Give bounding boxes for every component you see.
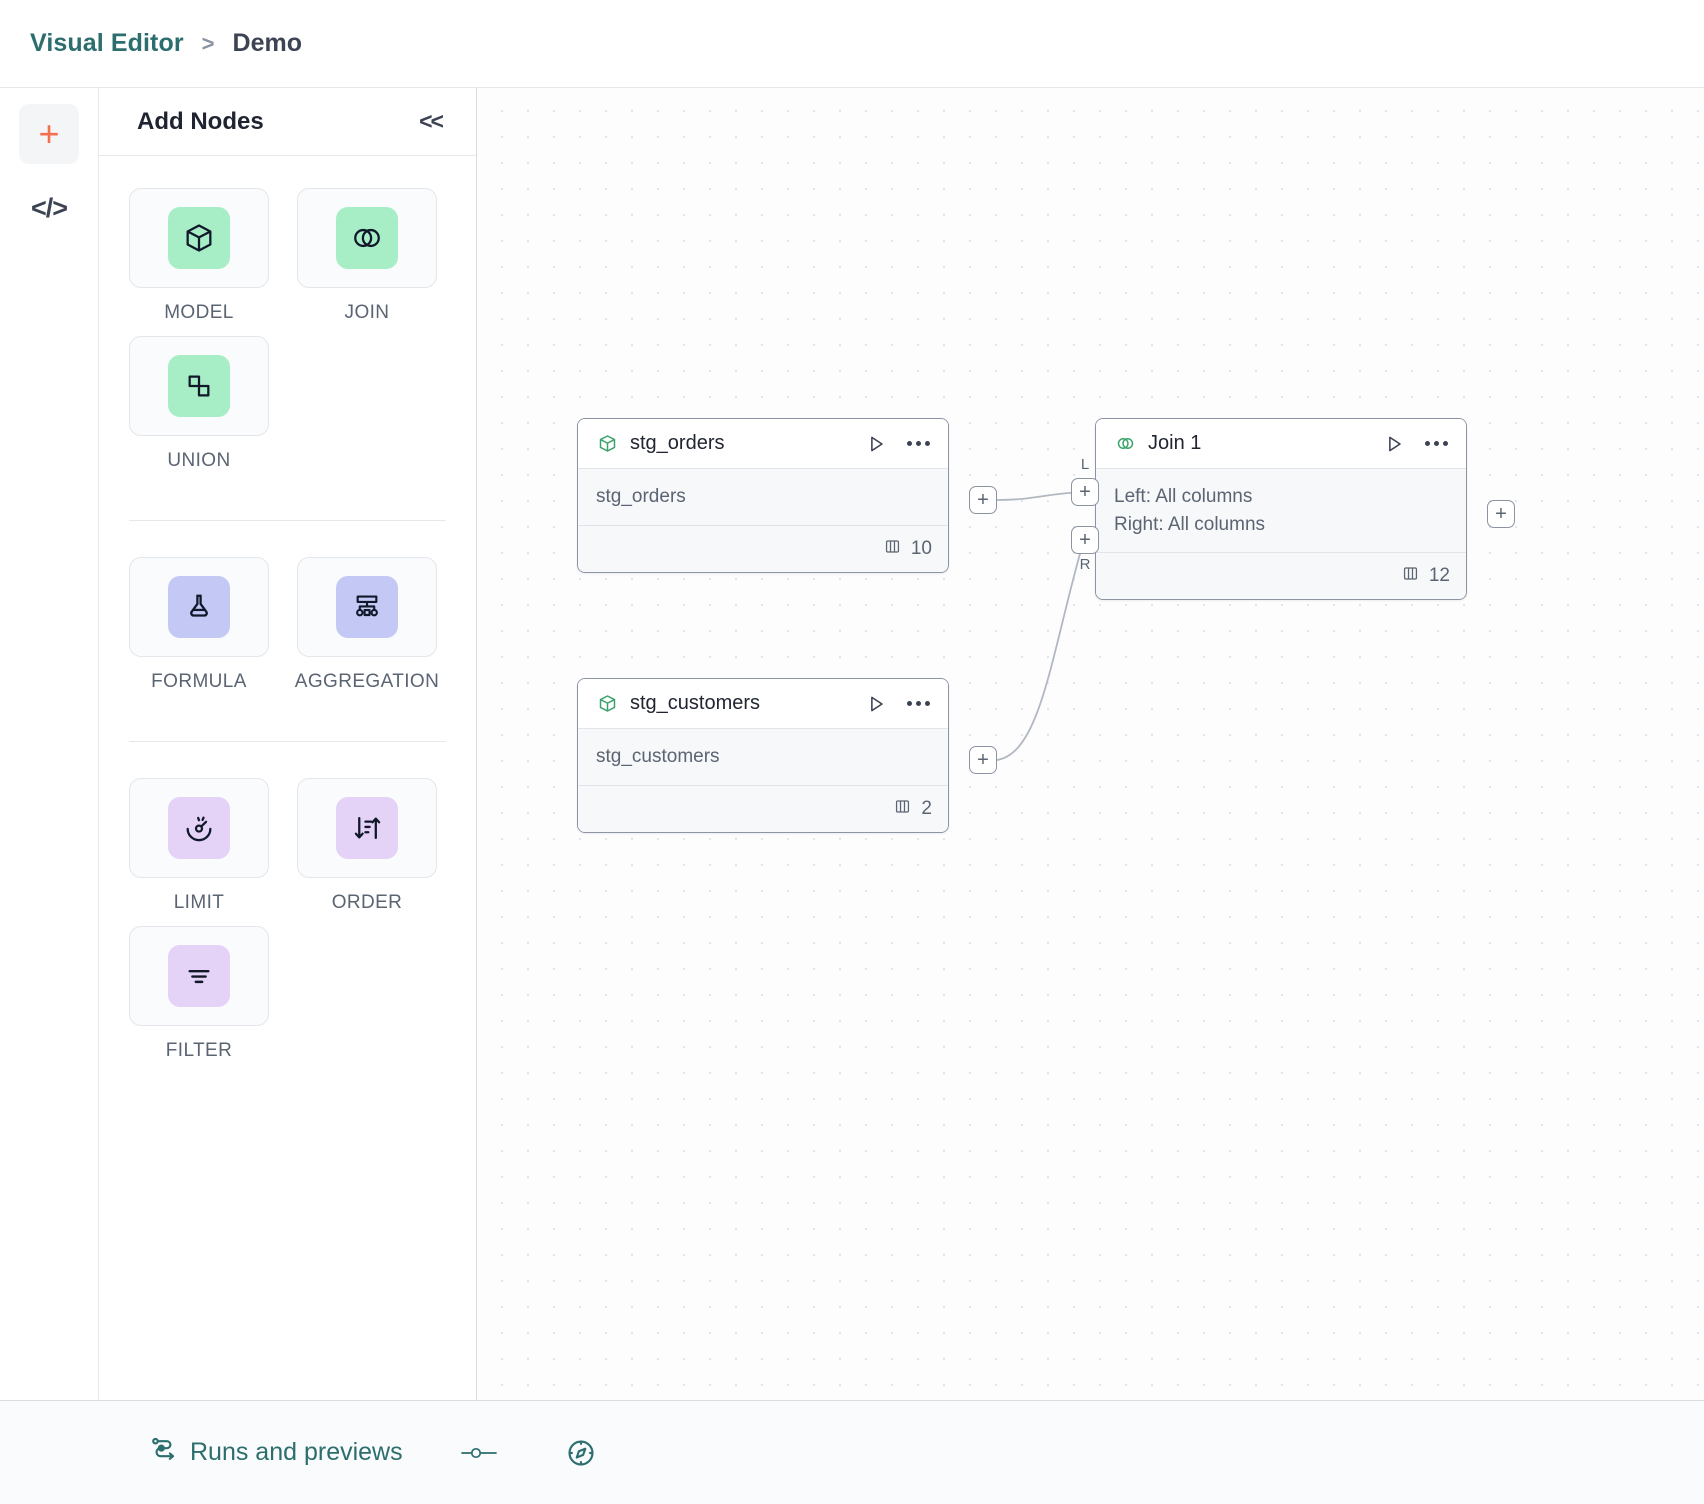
flow-node-body: stg_orders: [578, 469, 948, 526]
flow-node-title: stg_customers: [630, 692, 761, 714]
more-options-icon[interactable]: [905, 435, 932, 452]
node-palette-item-join[interactable]: JOIN: [297, 188, 437, 324]
node-palette-label: JOIN: [344, 302, 390, 323]
output-handle-join-1[interactable]: +: [1487, 500, 1515, 528]
flow-node-footer: 2: [578, 785, 948, 832]
flow-node-stg-customers[interactable]: stg_customers stg_customers 2: [577, 678, 949, 833]
flow-node-header: stg_orders: [578, 419, 948, 469]
add-node-rail-button[interactable]: +: [19, 104, 79, 164]
bottom-toolbar: Runs and previews: [0, 1400, 1704, 1504]
node-palette-item-union[interactable]: UNION: [129, 336, 269, 472]
cube-icon: [596, 693, 618, 715]
node-palette-label: ORDER: [331, 892, 403, 913]
runs-flow-icon: [148, 1434, 180, 1471]
flow-node-body: Left: All columns Right: All columns: [1096, 469, 1466, 554]
page-title: Demo: [232, 29, 302, 57]
join-right-input-label: R: [1079, 556, 1091, 573]
collapse-panel-button[interactable]: <<: [419, 108, 444, 134]
output-handle-stg-orders[interactable]: +: [969, 486, 997, 514]
flow-node-header: stg_customers: [578, 679, 948, 729]
node-group-row-ops: LIMIT ORDER: [129, 741, 446, 1074]
more-options-icon[interactable]: [1423, 435, 1450, 452]
columns-icon: [893, 797, 912, 821]
node-palette-item-filter[interactable]: FILTER: [129, 926, 269, 1062]
add-nodes-list: MODEL JOIN: [99, 156, 476, 1400]
gauge-icon: [168, 797, 230, 859]
runs-and-previews-label: Runs and previews: [190, 1438, 403, 1466]
breadcrumb: Visual Editor > Demo: [0, 0, 1704, 88]
breadcrumb-root-link[interactable]: Visual Editor: [30, 29, 184, 57]
add-nodes-title: Add Nodes: [137, 107, 264, 135]
hierarchy-icon: [336, 576, 398, 638]
flow-node-header: Join 1: [1096, 419, 1466, 469]
column-count: 12: [1428, 565, 1450, 587]
node-tile: [297, 188, 437, 288]
node-tile: [297, 778, 437, 878]
node-palette-item-model[interactable]: MODEL: [129, 188, 269, 324]
cube-icon: [596, 433, 618, 455]
flask-icon: [168, 576, 230, 638]
node-tile: [297, 557, 437, 657]
add-nodes-panel-header: Add Nodes <<: [99, 88, 476, 156]
node-tile: [129, 188, 269, 288]
input-handle-join-left[interactable]: +: [1071, 478, 1099, 506]
union-shapes-icon: [168, 355, 230, 417]
node-palette-item-aggregation[interactable]: AGGREGATION: [294, 557, 440, 693]
node-palette-label: AGGREGATION: [294, 671, 440, 692]
play-icon[interactable]: [1383, 433, 1405, 455]
flow-node-footer: 10: [578, 525, 948, 572]
slider-icon[interactable]: [459, 1440, 499, 1466]
flow-node-body: stg_customers: [578, 729, 948, 786]
add-nodes-panel: Add Nodes <<: [99, 88, 477, 1400]
flow-node-body-line: stg_orders: [596, 486, 686, 507]
join-left-input-label: L: [1080, 456, 1090, 473]
column-count: 2: [921, 797, 932, 819]
node-palette-label: MODEL: [164, 302, 234, 323]
runs-and-previews-button[interactable]: Runs and previews: [148, 1434, 403, 1471]
node-palette-label: UNION: [167, 450, 231, 471]
play-icon[interactable]: [865, 433, 887, 455]
node-tile: [129, 557, 269, 657]
sort-arrows-icon: [336, 797, 398, 859]
node-palette-label: LIMIT: [173, 892, 225, 913]
node-tile: [129, 778, 269, 878]
column-count: 10: [910, 537, 932, 559]
compass-icon[interactable]: [565, 1437, 597, 1469]
venn-circles-icon: [1114, 433, 1136, 455]
node-palette-item-order[interactable]: ORDER: [297, 778, 437, 914]
flow-node-stg-orders[interactable]: stg_orders stg_orders 10: [577, 418, 949, 573]
icon-rail: + </>: [0, 88, 99, 1400]
flow-node-footer: 12: [1096, 553, 1466, 600]
flow-node-body-line: stg_customers: [596, 746, 720, 767]
flow-node-body-line: Left: All columns: [1114, 486, 1253, 507]
columns-icon: [883, 537, 902, 561]
node-palette-item-limit[interactable]: LIMIT: [129, 778, 269, 914]
node-palette-label: FORMULA: [151, 671, 247, 692]
columns-icon: [1401, 564, 1420, 588]
flow-node-title: stg_orders: [630, 432, 725, 454]
node-tile: [129, 926, 269, 1026]
input-handle-join-right[interactable]: +: [1071, 526, 1099, 554]
node-palette-label: FILTER: [165, 1040, 233, 1061]
flow-node-join-1[interactable]: Join 1 Left: All columns Right: All colu…: [1095, 418, 1467, 601]
plus-icon: +: [38, 113, 60, 154]
output-handle-stg-customers[interactable]: +: [969, 746, 997, 774]
node-tile: [129, 336, 269, 436]
node-palette-item-formula[interactable]: FORMULA: [129, 557, 269, 693]
more-options-icon[interactable]: [905, 695, 932, 712]
editor-body: + </> Add Nodes <<: [0, 88, 1704, 1400]
code-icon: </>: [30, 192, 68, 223]
code-view-rail-button[interactable]: </>: [19, 178, 79, 238]
flow-node-body-line: Right: All columns: [1114, 513, 1266, 535]
play-icon[interactable]: [865, 693, 887, 715]
filter-lines-icon: [168, 945, 230, 1007]
flow-node-title: Join 1: [1148, 432, 1202, 454]
flow-canvas[interactable]: stg_orders stg_orders 10: [477, 88, 1704, 1400]
cube-icon: [168, 207, 230, 269]
venn-circles-icon: [336, 207, 398, 269]
node-group-transforms: FORMULA AGGREGATIO: [129, 520, 446, 705]
breadcrumb-separator: >: [201, 30, 215, 56]
node-group-sources: MODEL JOIN: [129, 188, 446, 484]
